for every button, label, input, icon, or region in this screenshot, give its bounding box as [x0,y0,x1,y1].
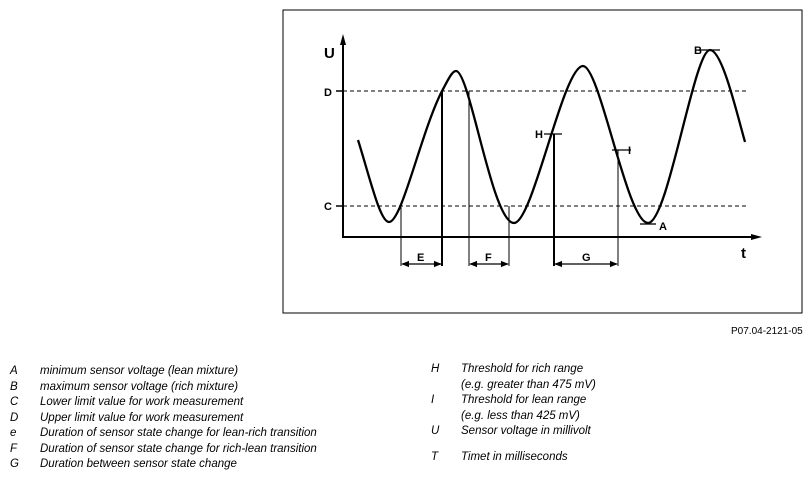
legend-key: F [10,442,18,455]
legend-item-u: U Sensor voltage in millivolt [431,424,596,440]
max-voltage-label: B [694,45,702,57]
legend-key: T [431,450,439,463]
interval-g-label: G [582,252,591,264]
lower-limit-label: C [324,201,332,213]
interval-f-label: F [485,252,492,264]
legend-item: F Duration of sensor state change for ric… [10,442,317,458]
legend-key: G [10,458,19,470]
legend-text: maximum sensor voltage (rich mixture) [40,380,239,393]
legend-text: (e.g. greater than 475 mV) [461,378,596,391]
legend-item: C Lower limit value for work measurement [10,395,317,411]
legend-key: I [431,394,435,406]
legend-right: H Threshold for rich range (e.g. greater … [431,362,596,465]
min-voltage-label: A [659,221,667,233]
legend-text: Threshold for rich range [461,363,584,375]
legend-item: D Upper limit value for work measurement [10,411,317,427]
legend-text: (e.g. less than 425 mV) [461,409,580,422]
legend-item-h-detail: (e.g. greater than 475 mV) [431,378,596,394]
legend-text: Sensor voltage in millivolt [461,425,591,437]
legend-key: e [10,427,17,439]
upper-limit-label: D [324,87,332,99]
legend-item: G Duration between sensor state change [10,457,317,473]
legend-item-i: I Threshold for lean range [431,393,596,409]
legend-text: Duration of sensor state change for rich… [40,442,317,455]
y-axis-arrowhead [340,34,346,45]
legend-key: C [10,396,19,408]
legend-text: Duration between sensor state change [40,458,237,470]
legend-item-t: T Timet in milliseconds [431,450,596,466]
legend-text: Timet in milliseconds [461,450,568,463]
y-axis-label: U [324,45,335,62]
legend-item-h: H Threshold for rich range [431,362,596,378]
diagram-frame [282,9,803,314]
sensor-voltage-curve [356,48,747,225]
x-axis-arrowhead [751,234,762,240]
figure-reference: P07.04-2121-05 [731,326,803,337]
legend-text: Duration of sensor state change for lean… [40,427,317,439]
legend-key: B [10,380,18,393]
sensor-voltage-diagram: U t D C H I A B E F G [282,9,803,314]
legend-key: H [431,363,440,375]
legend-key: D [10,411,19,424]
legend-text: Threshold for lean range [461,394,587,406]
legend-text: minimum sensor voltage (lean mixture) [40,365,239,377]
legend-item: e Duration of sensor state change for lea… [10,426,317,442]
legend-text: Lower limit value for work measurement [40,396,244,408]
legend-item-i-detail: (e.g. less than 425 mV) [431,409,596,425]
interval-e-label: E [417,252,424,264]
legend-key: A [10,365,18,377]
rich-threshold-label: H [535,129,543,141]
legend-key: U [431,425,440,437]
lean-threshold-label: I [628,145,631,157]
legend-text: Upper limit value for work measurement [40,411,244,424]
x-axis-label: t [741,245,746,262]
